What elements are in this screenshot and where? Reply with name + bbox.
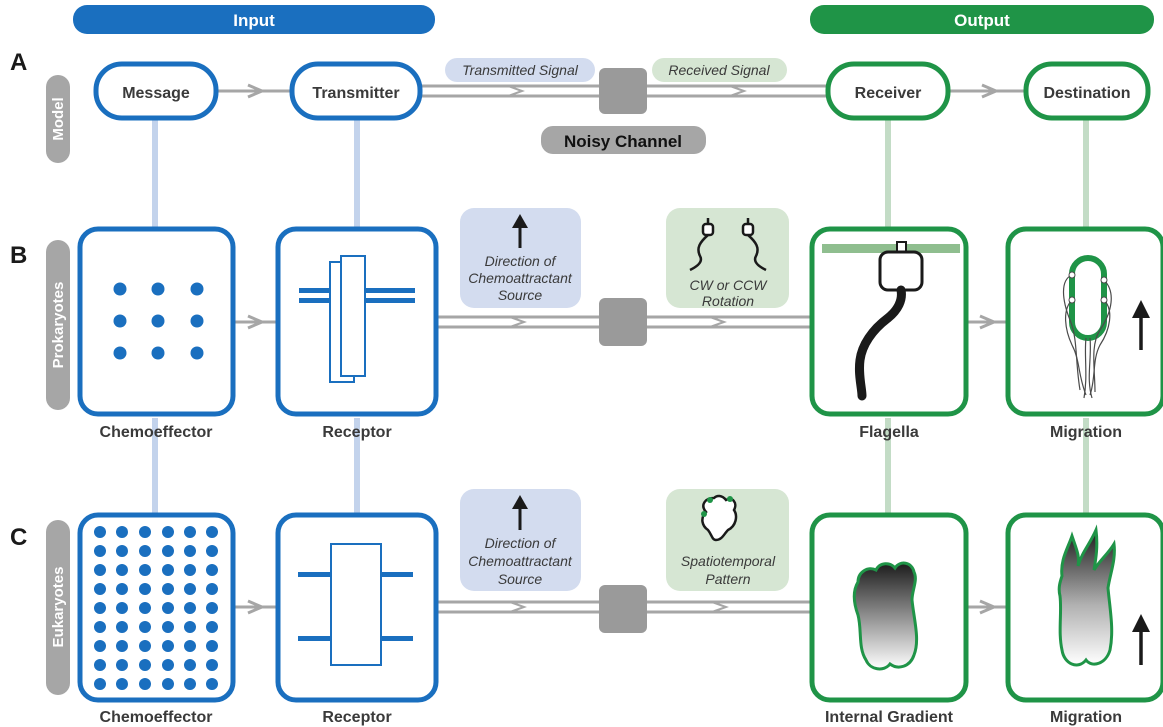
internal-gradient-box (809, 512, 969, 703)
eukaryote-received-box: Spatiotemporal Pattern (666, 489, 789, 591)
flagella-label: Flagella (859, 424, 919, 441)
prokaryote-migration-box (1005, 226, 1163, 417)
model-transmitter-node: Transmitter (289, 61, 423, 121)
svg-text:Received Signal: Received Signal (668, 62, 770, 78)
svg-text:Chemoattractant: Chemoattractant (468, 270, 573, 286)
svg-text:Rotation: Rotation (702, 293, 754, 309)
transmitted-signal-pill: Transmitted Signal (445, 58, 595, 82)
eukaryote-migration-label: Migration (1050, 709, 1122, 726)
row-label-prokaryotes: Prokaryotes (46, 240, 70, 410)
noisy-channel-box-c (599, 585, 647, 633)
svg-text:Prokaryotes: Prokaryotes (50, 282, 67, 369)
up-arrow-icon (1132, 300, 1150, 350)
migrating-cell-icon (1057, 524, 1116, 667)
model-destination-node: Destination (1023, 61, 1151, 121)
sparse-ligand-dots (113, 282, 204, 360)
row-letter-c: C (10, 524, 27, 551)
row-letter-b: B (10, 242, 27, 269)
up-arrow-icon (1132, 614, 1150, 665)
model-receiver-node: Receiver (825, 61, 951, 121)
svg-text:Source: Source (498, 287, 543, 303)
svg-text:Noisy Channel: Noisy Channel (564, 132, 682, 151)
prokaryote-chemoeffector-label: Chemoeffector (100, 424, 213, 441)
input-header: Input (73, 5, 435, 34)
prokaryote-received-box: CW or CCW Rotation (666, 208, 789, 309)
dense-ligand-dots (94, 526, 218, 690)
svg-text:Destination: Destination (1043, 85, 1130, 102)
prokaryote-migration-label: Migration (1050, 424, 1122, 441)
rotation-motor-icon (689, 218, 767, 272)
prokaryote-receptor-label: Receptor (322, 424, 391, 441)
bacterium-icon (1062, 255, 1112, 399)
receptor-dimer-icon (299, 255, 415, 383)
svg-text:Pattern: Pattern (705, 571, 750, 587)
svg-text:CW or CCW: CW or CCW (690, 277, 769, 293)
prokaryote-receptor-box (275, 226, 439, 417)
internal-gradient-label: Internal Gradient (825, 709, 954, 726)
noisy-channel-box-b (599, 298, 647, 346)
gpcr-receptor-icon (298, 543, 413, 666)
svg-text:Spatiotemporal: Spatiotemporal (681, 553, 776, 569)
svg-text:Eukaryotes: Eukaryotes (50, 567, 67, 648)
noisy-channel-label: Noisy Channel (541, 126, 706, 154)
vertical-links (152, 118, 1089, 515)
svg-text:Direction of: Direction of (485, 535, 558, 551)
noisy-channel-box-a (599, 68, 647, 114)
flagellum-motor-icon (854, 241, 924, 401)
received-signal-pill: Received Signal (652, 58, 787, 82)
eukaryote-chemoeffector-box (77, 512, 236, 703)
prokaryote-flagella-box (809, 226, 969, 417)
gradient-cell-icon (852, 561, 919, 671)
row-letter-a: A (10, 49, 27, 76)
eukaryote-migration-box (1005, 512, 1163, 703)
svg-text:Transmitted Signal: Transmitted Signal (462, 62, 579, 78)
svg-text:Receiver: Receiver (855, 85, 922, 102)
svg-text:Message: Message (122, 85, 190, 102)
prokaryote-chemoeffector-box (77, 226, 236, 417)
output-header: Output (810, 5, 1154, 34)
model-message-node: Message (93, 61, 219, 121)
svg-text:Chemoattractant: Chemoattractant (468, 553, 573, 569)
prokaryote-signal-box: Direction of Chemoattractant Source (460, 208, 581, 308)
svg-text:Direction of: Direction of (485, 253, 558, 269)
row-label-model: Model (46, 75, 70, 163)
svg-text:Output: Output (954, 11, 1010, 30)
eukaryote-receptor-box (275, 512, 439, 703)
eukaryote-signal-box: Direction of Chemoattractant Source (460, 489, 581, 591)
svg-text:Model: Model (50, 97, 67, 140)
eukaryote-chemoeffector-label: Chemoeffector (100, 709, 213, 726)
row-label-eukaryotes: Eukaryotes (46, 520, 70, 695)
svg-text:Transmitter: Transmitter (312, 85, 399, 102)
svg-text:Input: Input (233, 11, 275, 30)
eukaryote-receptor-label: Receptor (322, 709, 391, 726)
cell-outline-icon (701, 494, 738, 542)
svg-text:Source: Source (498, 571, 543, 587)
